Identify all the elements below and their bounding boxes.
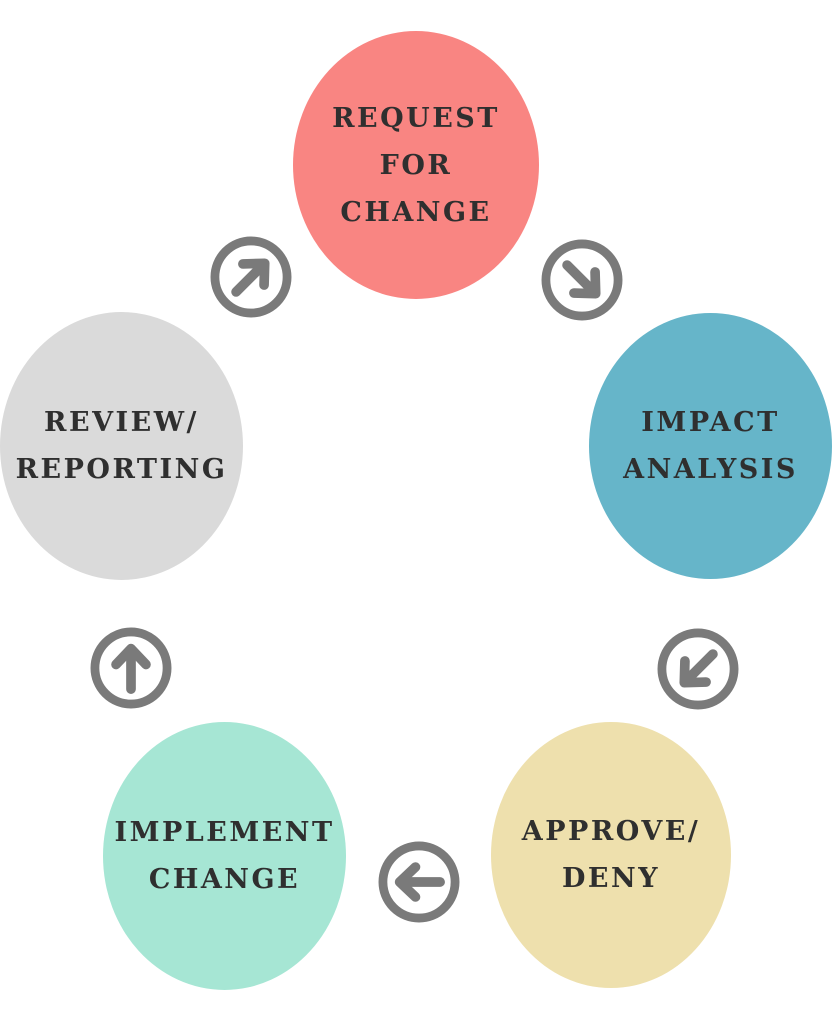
stage-label-approve-deny: APPROVE/ DENY [521,816,701,894]
arrow-approve-to-implement [375,838,463,926]
arrow-down-right-icon [541,239,623,321]
stage-implement-change: IMPLEMENT CHANGE [103,722,346,990]
arrow-left-icon [378,841,460,923]
stage-label-review-reporting: REVIEW/ REPORTING [15,407,228,485]
stage-label-impact-analysis: IMPACT ANALYSIS [623,407,798,485]
stage-impact-analysis: IMPACT ANALYSIS [589,313,832,579]
arrow-down-left-icon [657,628,739,710]
arrow-impact-to-approve [654,625,742,713]
arrow-up-icon [90,627,172,709]
stage-request-for-change: REQUEST FOR CHANGE [293,31,539,299]
stage-approve-deny: APPROVE/ DENY [491,722,731,988]
arrow-up-right-icon [210,236,292,318]
stage-review-reporting: REVIEW/ REPORTING [0,312,243,580]
arrow-implement-to-review [87,624,175,712]
stage-label-implement-change: IMPLEMENT CHANGE [114,817,335,895]
stage-label-request-for-change: REQUEST FOR CHANGE [332,102,500,228]
arrow-review-to-request [207,233,295,321]
arrow-request-to-impact [538,236,626,324]
